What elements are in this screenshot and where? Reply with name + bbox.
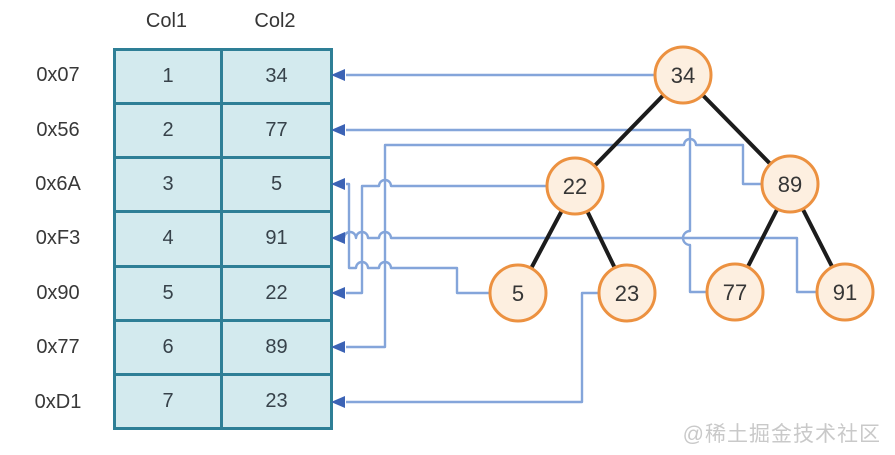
table-cell-col1: 3 — [113, 156, 223, 214]
tree-node-value-91: 91 — [833, 280, 857, 305]
row-address-label: 0x6A — [35, 173, 81, 195]
pointer-arrowhead-89 — [331, 341, 345, 353]
tree-node-89: 89 — [760, 154, 820, 214]
pointer-line-89 — [346, 137, 762, 349]
table-cell-col2: 89 — [220, 318, 333, 376]
table-cell-col2: 5 — [220, 156, 333, 214]
tree-node-value-5: 5 — [512, 281, 524, 306]
row-address-label: 0xF3 — [35, 227, 81, 249]
table-cell-col1: 6 — [113, 318, 223, 376]
tree-node-circle-77 — [705, 262, 765, 322]
table-cell-col1: 5 — [113, 264, 223, 322]
table-cell-col1: 1 — [113, 47, 223, 106]
tree-node-circle-23 — [597, 263, 657, 323]
table-cell-col1: 4 — [113, 210, 223, 268]
pointer-line-5 — [346, 182, 490, 295]
row-address-label: 0x77 — [36, 336, 80, 358]
tree-node-circle-91 — [815, 262, 875, 322]
row-address-label: 0x07 — [36, 64, 80, 86]
table-cell-col2: 77 — [220, 102, 333, 160]
table-cell-col2: 23 — [220, 372, 333, 431]
tree-node-value-34: 34 — [671, 63, 695, 88]
column-header-col1: Col1 — [145, 10, 188, 32]
pointer-arrowhead-23 — [331, 396, 345, 408]
tree-node-value-77: 77 — [723, 280, 747, 305]
row-address-label: 0x56 — [36, 119, 80, 141]
tree-node-23: 23 — [597, 263, 657, 323]
tree-node-circle-34 — [653, 45, 713, 105]
tree-node-5: 5 — [488, 263, 548, 323]
pointer-arrowhead-34 — [331, 69, 345, 81]
row-address-label: 0x90 — [36, 282, 80, 304]
tree-node-circle-22 — [545, 156, 605, 216]
pointer-line-22 — [346, 178, 547, 295]
column-header-col2: Col2 — [254, 10, 296, 32]
table-cell-col1: 2 — [113, 102, 223, 160]
tree-node-34: 34 — [653, 45, 713, 105]
table-cell-col1: 7 — [113, 372, 223, 431]
table-cell-col2: 91 — [220, 210, 333, 268]
tree-node-22: 22 — [545, 156, 605, 216]
tree-node-circle-89 — [760, 154, 820, 214]
table-cell-col2: 34 — [220, 47, 333, 106]
pointer-arrowhead-77 — [331, 124, 345, 136]
pointer-line-91 — [342, 230, 817, 294]
tree-node-77: 77 — [705, 262, 765, 322]
row-address-label: 0xD1 — [34, 391, 82, 413]
tree-node-91: 91 — [815, 262, 875, 322]
pointer-arrowhead-91 — [331, 232, 345, 244]
tree-node-value-22: 22 — [563, 174, 587, 199]
pointer-arrowhead-5 — [331, 178, 345, 190]
tree-node-circle-5 — [488, 263, 548, 323]
tree-node-value-23: 23 — [615, 281, 639, 306]
table-cell-col2: 22 — [220, 264, 333, 322]
tree-node-value-89: 89 — [778, 172, 802, 197]
pointer-arrowhead-22 — [331, 287, 345, 299]
pointer-line-23 — [346, 291, 599, 404]
watermark-text: @稀土掘金技术社区 — [682, 423, 881, 446]
